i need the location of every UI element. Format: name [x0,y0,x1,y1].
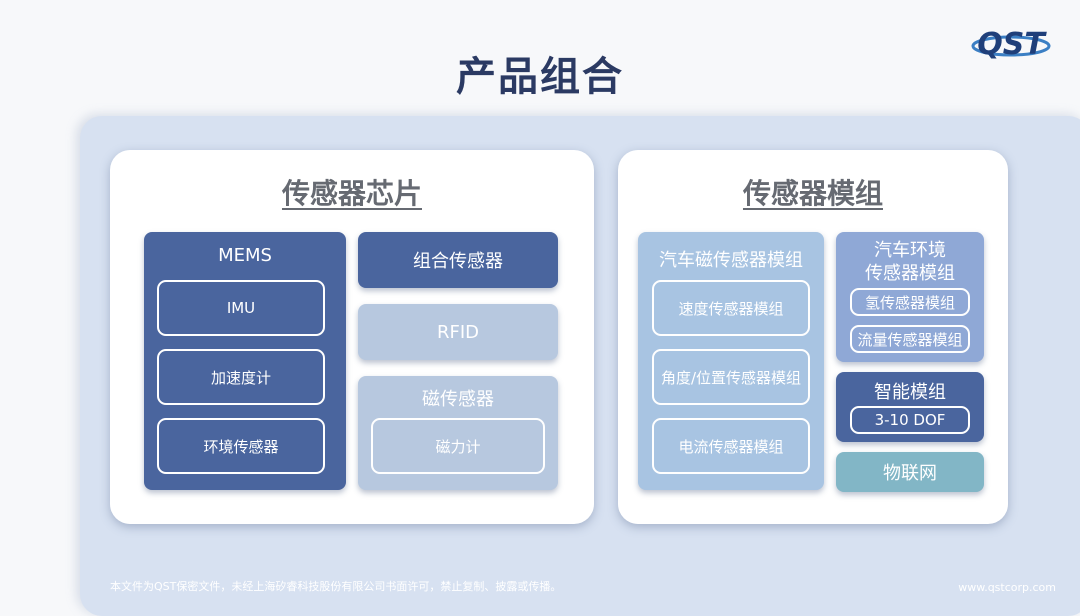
speed-sensor-module: 速度传感器模组 [652,280,810,336]
auto-env-module-group: 汽车环境 传感器模组 氢传感器模组 流量传感器模组 [836,232,984,362]
magnetic-sensor-title: 磁传感器 [422,389,494,410]
mems-item-accelerometer: 加速度计 [157,349,325,405]
sensor-modules-title: 传感器模组 [742,177,883,210]
iot-label: 物联网 [883,463,937,484]
rfid-box: RFID [358,304,558,360]
hydrogen-sensor-module: 氢传感器模组 [850,288,970,316]
confidentiality-notice: 本文件为QST保密文件，未经上海矽睿科技股份有限公司书面许可，禁止复制、披露或传… [110,580,562,593]
svg-text:QST: QST [977,27,1047,62]
angle-position-sensor-module: 角度/位置传感器模组 [652,349,810,405]
combo-sensor-label: 组合传感器 [413,251,503,272]
mems-group: MEMS IMU 加速度计 环境传感器 [144,232,346,490]
qst-logo-mark: QST [971,27,1051,62]
mems-item-environment-sensor: 环境传感器 [157,418,325,474]
website-url: www.qstcorp.com [958,581,1056,594]
auto-env-title-line1: 汽车环境 [874,240,946,261]
rfid-label: RFID [436,321,480,343]
smart-module-title: 智能模组 [874,382,946,403]
auto-magnetic-module-title: 汽车磁传感器模组 [659,250,803,271]
mems-item-imu: IMU [157,280,325,336]
page-title: 产品组合 [456,54,624,100]
magnetic-sensor-group: 磁传感器 磁力计 [358,376,558,490]
mems-title: MEMS [218,245,272,266]
sensor-chips-title: 传感器芯片 [281,177,422,210]
flow-sensor-module: 流量传感器模组 [850,325,970,353]
dof-module-item: 3-10 DOF [850,406,970,434]
sensor-chips-card: 传感器芯片 MEMS IMU 加速度计 环境传感器 组合传感器 RFID 磁传感… [110,150,594,524]
combo-sensor-box: 组合传感器 [358,232,558,288]
smart-module-group: 智能模组 3-10 DOF [836,372,984,442]
auto-magnetic-module-group: 汽车磁传感器模组 速度传感器模组 角度/位置传感器模组 电流传感器模组 [638,232,824,490]
auto-env-title-line2: 传感器模组 [865,263,955,284]
sensor-modules-card: 传感器模组 汽车磁传感器模组 速度传感器模组 角度/位置传感器模组 电流传感器模… [618,150,1008,524]
iot-box: 物联网 [836,452,984,492]
magnetometer-item: 磁力计 [371,418,545,474]
current-sensor-module: 电流传感器模组 [652,418,810,474]
qst-logo: QST [970,22,1052,66]
